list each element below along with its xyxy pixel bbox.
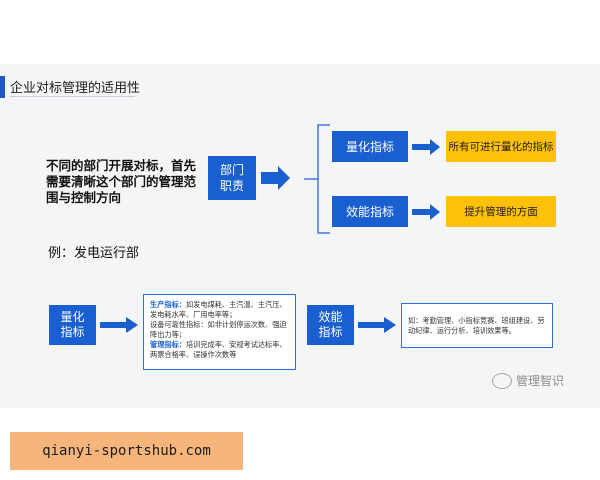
example-eff-arrow xyxy=(358,317,396,333)
intro-text: 不同的部门开展对标，首先需要清晰这个部门的管理范围与控制方向 xyxy=(46,158,197,205)
example-eff-detail: 如：考勤管理、小指标竞赛、班组建设、劳动纪律、运行分析、培训效果等。 xyxy=(401,303,553,348)
eff-detail-text: 如：考勤管理、小指标竞赛、班组建设、劳动纪律、运行分析、培训效果等。 xyxy=(408,315,545,335)
title-underline xyxy=(10,96,135,97)
mgmt-indicator-text: 培训完成率、安规考试达标率、两票合格率、误操作次数等 xyxy=(150,340,287,359)
watermark-text: 管理智识 xyxy=(516,374,565,388)
mgmt-indicator-head: 管理指标： xyxy=(150,340,186,349)
bottom-result-arrow xyxy=(412,204,440,220)
slide-title: 企业对标管理的适用性 xyxy=(10,81,141,96)
department-duty-box: 部门职责 xyxy=(208,156,256,200)
top-branch-result: 所有可进行量化的指标 xyxy=(446,131,556,162)
bottom-branch-result: 提升管理的方面 xyxy=(446,196,556,227)
example-quant-label: 量化指标 xyxy=(49,305,96,345)
prod-indicator-text: 如发电煤耗、主汽温、主汽压、发电耗水率、厂用电率等； xyxy=(150,300,287,319)
example-eff-label: 效能指标 xyxy=(307,305,354,345)
branch-bracket xyxy=(304,124,330,234)
equip-indicator-text: 设备可靠性指标：如非计划停运次数、强迫降出力等； xyxy=(150,320,287,339)
slide-background xyxy=(0,64,600,408)
wechat-icon xyxy=(492,372,512,389)
example-label: 例：发电运行部 xyxy=(48,246,140,261)
footer-banner: qianyi-sportshub.com xyxy=(10,432,243,470)
prod-indicator-head: 生产指标： xyxy=(150,300,186,309)
example-quant-arrow xyxy=(100,317,138,333)
bottom-branch-label: 效能指标 xyxy=(332,196,408,227)
watermark: 管理智识 xyxy=(492,372,564,389)
title-accent-bar xyxy=(0,76,5,98)
example-quant-detail: 生产指标：如发电煤耗、主汽温、主汽压、发电耗水率、厂用电率等； 设备可靠性指标：… xyxy=(143,294,296,370)
top-branch-label: 量化指标 xyxy=(332,131,408,162)
top-result-arrow xyxy=(412,139,440,155)
duty-arrow xyxy=(261,166,290,190)
footer-url[interactable]: qianyi-sportshub.com xyxy=(42,443,211,459)
